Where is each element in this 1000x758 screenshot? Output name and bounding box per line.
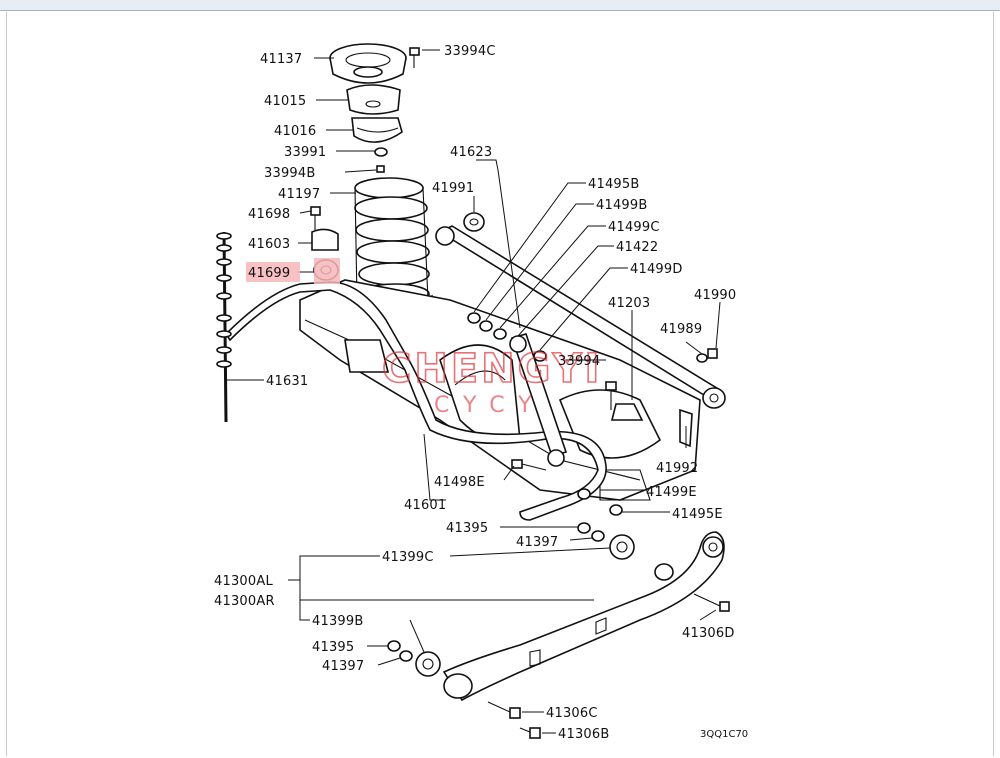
watermark-sub: CYCY xyxy=(434,393,546,418)
stabilizer-link-41631 xyxy=(216,231,232,423)
bolt-41306c xyxy=(487,701,521,719)
highlight-41699 xyxy=(246,262,300,282)
label-41698: 41698 xyxy=(248,207,290,222)
bolt-41306d xyxy=(693,593,730,612)
label-41631: 41631 xyxy=(266,374,308,389)
bolt-33994b xyxy=(376,165,385,173)
label-41992: 41992 xyxy=(656,461,698,476)
label-41015: 41015 xyxy=(264,94,306,109)
part-labels: 41137 33994C 41015 41016 33991 33994B 41… xyxy=(214,44,748,742)
label-41203: 41203 xyxy=(608,296,650,311)
stabilizer-bar-41601 xyxy=(224,281,607,521)
watermark-main: CHENGYI xyxy=(382,346,602,392)
leader-lines xyxy=(226,49,721,734)
label-41137: 41137 xyxy=(260,52,302,67)
label-33991: 33991 xyxy=(284,145,326,160)
label-41989: 41989 xyxy=(660,322,702,337)
lower-arm-41300 xyxy=(442,531,725,702)
label-41306c: 41306C xyxy=(546,706,598,721)
bolt-33994c xyxy=(409,47,420,68)
bump-stopper-41015 xyxy=(346,84,401,115)
label-41016: 41016 xyxy=(274,124,316,139)
label-41422: 41422 xyxy=(616,240,658,255)
image-frame xyxy=(6,12,994,756)
label-33994: 33994 xyxy=(558,354,600,369)
label-41300al: 41300AL xyxy=(214,574,273,589)
window-top-bar xyxy=(0,0,1000,11)
coil-spring-41197 xyxy=(354,177,430,305)
label-41499b: 41499B xyxy=(596,198,647,213)
label-41699: 41699 xyxy=(248,266,290,281)
bump-stopper-41016 xyxy=(351,117,403,143)
bolt-41306b xyxy=(519,727,541,739)
label-41623: 41623 xyxy=(450,145,492,160)
label-41397-lower: 41397 xyxy=(322,659,364,674)
label-41495e: 41495E xyxy=(672,507,723,522)
diagram-code: 3QQ1C70 xyxy=(700,729,748,740)
label-41306b: 41306B xyxy=(558,727,609,742)
label-41603: 41603 xyxy=(248,237,290,252)
label-41499c: 41499C xyxy=(608,220,660,235)
label-41300ar: 41300AR xyxy=(214,594,275,609)
label-33994c: 33994C xyxy=(444,44,496,59)
label-41990: 41990 xyxy=(694,288,736,303)
label-41395-upper: 41395 xyxy=(446,521,488,536)
label-33994b: 33994B xyxy=(264,166,315,181)
nut-33991 xyxy=(374,147,388,157)
label-41395-lower: 41395 xyxy=(312,640,354,655)
label-41495b: 41495B xyxy=(588,177,639,192)
label-41991: 41991 xyxy=(432,181,474,196)
label-41499d: 41499D xyxy=(630,262,683,277)
label-41499e: 41499E xyxy=(646,485,697,500)
bushing-41399b xyxy=(415,651,441,677)
highlight-41699-part xyxy=(314,258,340,284)
bushing-41399c xyxy=(609,534,635,560)
spring-seat-upper xyxy=(329,43,407,84)
label-41399c: 41399C xyxy=(382,550,434,565)
parts-drawing xyxy=(216,43,730,739)
bushing-41991 xyxy=(463,212,485,232)
lateral-rod-41623 xyxy=(435,225,726,409)
label-41197: 41197 xyxy=(278,187,320,202)
label-41601: 41601 xyxy=(404,498,446,513)
label-41399b: 41399B xyxy=(312,614,363,629)
label-41397-upper: 41397 xyxy=(516,535,558,550)
label-41498e: 41498E xyxy=(434,475,485,490)
label-41306d: 41306D xyxy=(682,626,735,641)
